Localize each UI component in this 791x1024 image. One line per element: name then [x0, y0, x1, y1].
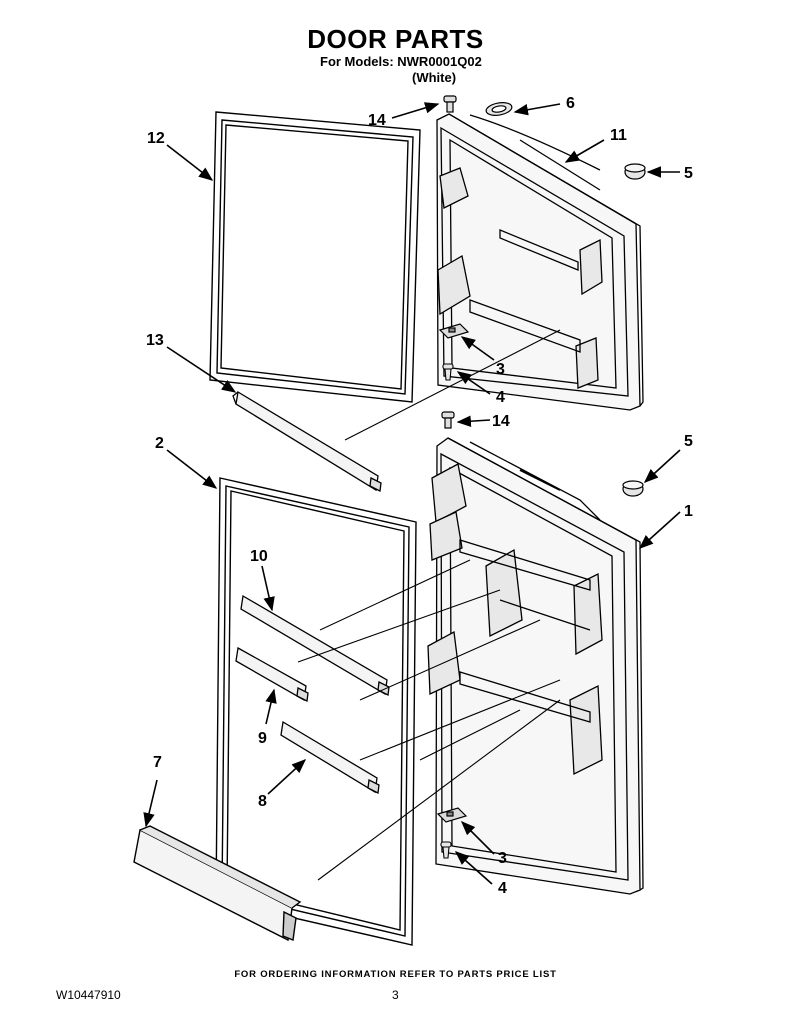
part-10-door-shelf — [240, 594, 390, 696]
part-13-freezer-shelf — [232, 390, 382, 492]
callout-11: 11 — [610, 127, 627, 144]
part-11-freezer-door — [436, 113, 644, 411]
callout-7: 7 — [153, 754, 162, 771]
part-3-hinge-lower — [436, 807, 468, 823]
part-5-plug-lower — [622, 480, 644, 497]
ordering-note: FOR ORDERING INFORMATION REFER TO PARTS … — [234, 969, 557, 980]
callout-3-lower: 3 — [498, 850, 507, 867]
part-14-hinge-pin-lower — [441, 411, 455, 429]
part-7-bottom-door-shelf — [133, 825, 302, 942]
callout-12: 12 — [147, 130, 165, 147]
part-12-freezer-gasket — [209, 111, 421, 403]
alignment-lines — [297, 329, 561, 881]
model-number: For Models: NWR0001Q02 — [320, 54, 482, 69]
page-title: DOOR PARTS — [307, 24, 484, 54]
part-3-hinge-upper — [438, 323, 470, 339]
callout-1: 1 — [684, 503, 693, 520]
callout-8: 8 — [258, 793, 267, 810]
part-8-door-shelf — [280, 720, 380, 794]
part-5-plug-upper — [624, 163, 646, 180]
callout-14-upper: 14 — [368, 112, 386, 129]
callout-5-upper: 5 — [684, 165, 693, 182]
callout-4-upper: 4 — [496, 389, 505, 406]
callout-2: 2 — [155, 435, 164, 452]
part-14-hinge-pin-upper — [443, 95, 457, 113]
callout-13: 13 — [146, 332, 164, 349]
page-number: 3 — [392, 988, 399, 1002]
part-4-screw-upper — [442, 363, 454, 381]
leader-arrows — [143, 102, 681, 885]
part-6-hinge-cover — [485, 102, 513, 116]
callout-9: 9 — [258, 730, 267, 747]
document-number: W10447910 — [56, 988, 121, 1002]
callout-labels: 12 13 2 10 9 8 7 14 6 11 5 3 4 14 5 1 3 … — [146, 95, 693, 897]
callout-5-lower: 5 — [684, 433, 693, 450]
callout-6: 6 — [566, 95, 575, 112]
part-4-screw-lower — [440, 841, 452, 859]
callout-14-lower: 14 — [492, 413, 510, 430]
model-color: (White) — [412, 70, 457, 85]
callout-4-lower: 4 — [498, 880, 507, 897]
part-1-fresh-food-door — [427, 437, 644, 895]
part-9-door-shelf-small — [235, 646, 309, 702]
callout-3-upper: 3 — [496, 361, 505, 378]
callout-10: 10 — [250, 548, 268, 565]
models-info: For Models: NWR0001Q02 (White) — [320, 54, 482, 86]
part-2-fresh-food-gasket — [215, 477, 417, 946]
